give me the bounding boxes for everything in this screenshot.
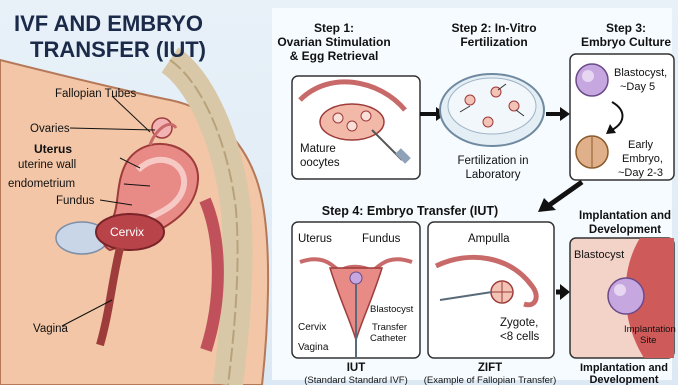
- step3-title-1: Step 3:: [606, 21, 646, 35]
- step2-title-2: Fertilization: [460, 35, 527, 49]
- anatomy-illustration: [0, 60, 268, 385]
- step3-early-3: ~Day 2-3: [618, 167, 663, 179]
- implant-label-site-1: Implantation: [624, 324, 676, 335]
- label-fallopian-tubes: Fallopian Tubes: [55, 88, 136, 100]
- arrow-head-4: [560, 284, 570, 300]
- iut-label-fundus: Fundus: [362, 233, 401, 245]
- title-line-1: IVF AND EMBRYO: [14, 11, 203, 36]
- label-ovaries: Ovaries: [30, 123, 70, 135]
- step4-title: Step 4: Embryo Transfer (IUT): [322, 204, 498, 218]
- label-vagina: Vagina: [33, 323, 69, 335]
- step1-label-2: oocytes: [300, 157, 340, 169]
- step3-blast-2: ~Day 5: [620, 81, 655, 93]
- label-fundus: Fundus: [56, 195, 95, 207]
- label-uterus: Uterus: [34, 142, 72, 156]
- implant-label-blastocyst: Blastocyst: [574, 249, 624, 261]
- petri-dish: [440, 74, 544, 146]
- zift-subcaption: (Example of Fallopian Transfer): [424, 375, 557, 385]
- iut-label-transfer: Transfer: [372, 322, 407, 333]
- step3-blast-1: Blastocyst,: [614, 67, 667, 79]
- label-cervix: Cervix: [110, 225, 144, 239]
- arrow-head-2: [560, 107, 570, 121]
- implant-caption-1: Implantation and: [580, 362, 668, 374]
- step3-early-1: Early: [628, 139, 654, 151]
- iut-label-vagina: Vagina: [298, 342, 329, 353]
- iut-caption: IUT: [347, 362, 366, 374]
- label-uterine-wall: uterine wall: [18, 159, 76, 171]
- zift-label-zygote-1: Zygote,: [500, 317, 538, 329]
- implant-title-1: Implantation and: [579, 210, 671, 222]
- implant-caption-2: Development: [589, 374, 658, 385]
- blastocyst-inner-icon: [582, 70, 594, 82]
- iut-label-blastocyst: Blastocyst: [370, 304, 414, 315]
- iut-label-catheter: Catheter: [370, 333, 406, 344]
- step1-label-1: Mature: [300, 143, 336, 155]
- step1-title-1: Step 1:: [314, 21, 354, 35]
- arrow-step3-to-step4: [548, 182, 582, 206]
- zift-caption: ZIFT: [478, 362, 502, 374]
- step2-caption-2: Laboratory: [466, 169, 521, 181]
- implanting-blastocyst-icon: [608, 278, 644, 314]
- iut-subcaption: (Standard Standard IVF): [304, 375, 408, 385]
- step3-title-2: Embryo Culture: [581, 35, 671, 49]
- zift-label-ampulla: Ampulla: [468, 233, 510, 245]
- step2-title-1: Step 2: In-Vitro: [451, 21, 536, 35]
- zift-label-zygote-2: <8 cells: [500, 331, 540, 343]
- implant-label-site-2: Site: [640, 335, 656, 346]
- iut-label-cervix: Cervix: [298, 322, 326, 333]
- step1-title-2: Ovarian Stimulation: [277, 35, 390, 49]
- implanting-blastocyst-inner: [614, 284, 626, 296]
- label-endometrium: endometrium: [8, 178, 75, 190]
- title-line-2: TRANSFER (IUT): [30, 37, 206, 62]
- step1-title-3: & Egg Retrieval: [290, 49, 379, 63]
- step2-caption-1: Fertilization in: [458, 155, 529, 167]
- iut-label-uterus: Uterus: [298, 233, 332, 245]
- implant-title-2: Development: [589, 224, 661, 236]
- step3-early-2: Embryo,: [622, 153, 663, 165]
